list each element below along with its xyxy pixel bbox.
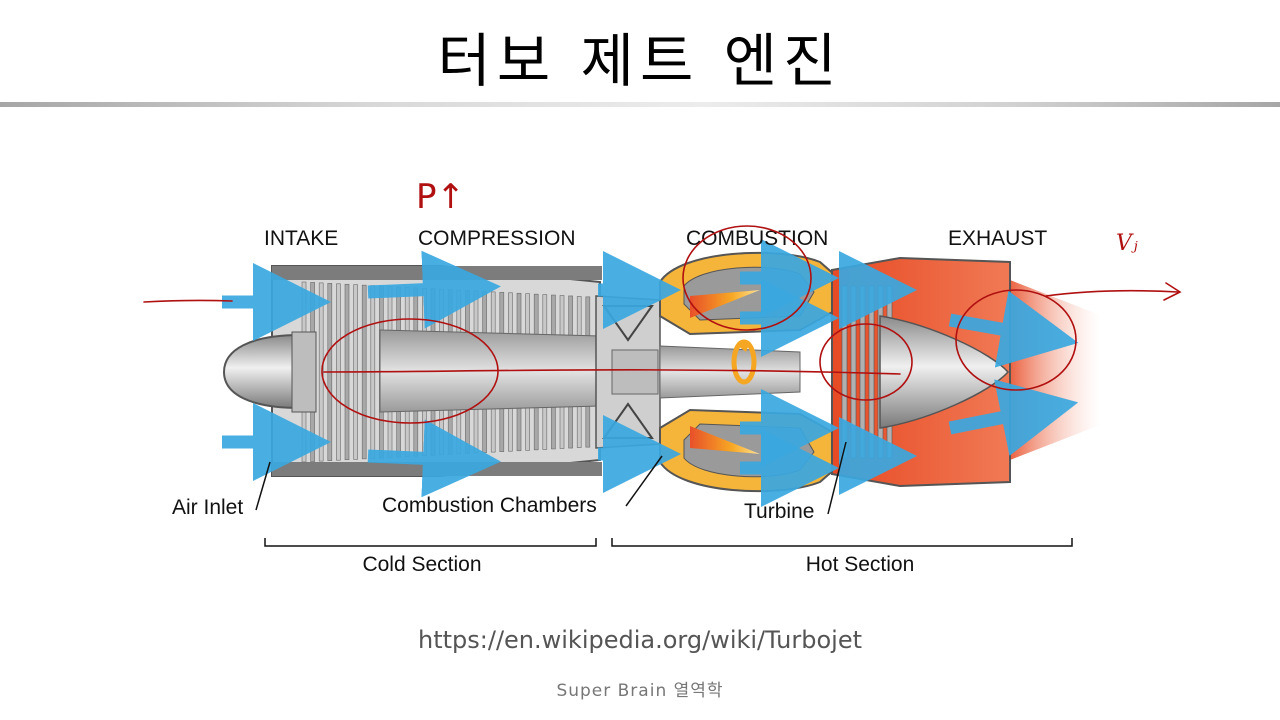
pen-inflow-arrow <box>143 299 233 303</box>
stage-label-exhaust: EXHAUST <box>948 227 1047 250</box>
pen-circle-turbine <box>819 323 913 401</box>
part-label-air-inlet: Air Inlet <box>172 496 243 519</box>
spinner-hub <box>291 331 317 413</box>
source-link[interactable]: https://en.wikipedia.org/wiki/Turbojet <box>418 626 862 654</box>
leader-line-combustion-chambers <box>625 455 663 507</box>
cold-section-bracket <box>264 538 597 547</box>
slide-title: 터보 제트 엔진 <box>437 27 843 95</box>
airflow-arrow <box>948 290 1079 368</box>
pen-outflow-arrowhead <box>1163 282 1182 301</box>
section-label-hot: Hot Section <box>806 553 915 576</box>
pen-outflow-line <box>1045 290 1179 297</box>
turbine-blade <box>859 285 866 459</box>
part-label-turbine: Turbine <box>744 500 814 523</box>
turbine-blade <box>868 285 875 459</box>
rotation-symbol <box>731 339 757 385</box>
leader-line-turbine <box>827 441 847 515</box>
leader-line-air-inlet <box>255 461 271 511</box>
pen-note-velocity: Vⱼ <box>1116 231 1138 256</box>
pen-note-pressure: P↑ <box>416 177 465 217</box>
pen-circle-exhaust <box>955 289 1077 391</box>
hot-section-bracket <box>611 538 1073 547</box>
stage-label-intake: INTAKE <box>264 227 338 250</box>
nose-cone <box>222 333 301 410</box>
airflow-arrow <box>948 379 1079 456</box>
airflow-arrow <box>367 250 501 329</box>
airflow-arrow <box>367 419 501 498</box>
shaft-section <box>595 295 801 449</box>
footer-credit: Super Brain 열역학 <box>556 681 724 701</box>
pen-annotations <box>143 225 1182 424</box>
part-label-combustion-chambers: Combustion Chambers <box>382 494 597 517</box>
section-label-cold: Cold Section <box>362 553 481 576</box>
exhaust-plume <box>1010 280 1100 460</box>
stage-label-compression: COMPRESSION <box>418 227 576 250</box>
pen-centerline <box>323 369 901 375</box>
title-underline <box>0 102 1280 107</box>
stage-label-combustion: COMBUSTION <box>686 227 828 250</box>
airflow-arrows <box>222 239 1079 507</box>
pen-circle-combustion <box>682 225 812 331</box>
